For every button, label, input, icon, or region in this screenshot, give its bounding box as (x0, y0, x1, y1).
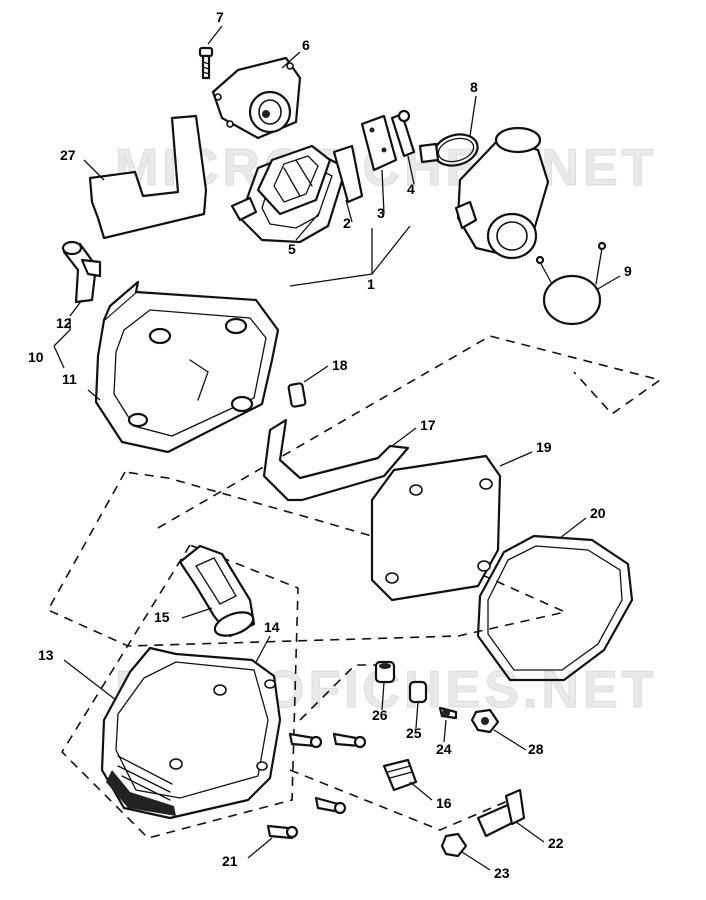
label-10: 10 (28, 349, 44, 365)
label-3: 3 (377, 205, 385, 221)
outline-cover-assembly (46, 471, 568, 647)
part-22-tube (476, 788, 526, 838)
label-22: 22 (548, 835, 564, 851)
label-28: 28 (528, 741, 544, 757)
label-20: 20 (590, 505, 606, 521)
part-25-collar (408, 680, 428, 704)
dashed-outlines (46, 335, 662, 839)
part-labels: 1 2 3 4 5 6 7 8 9 10 11 12 13 14 15 16 1… (28, 9, 632, 881)
label-24: 24 (436, 741, 452, 757)
outline-lower-cover (60, 544, 299, 839)
part-16-grommet (382, 758, 418, 792)
label-23: 23 (494, 865, 510, 881)
part-21-screws (266, 732, 367, 840)
label-18: 18 (332, 357, 348, 373)
part-14-cover (100, 646, 282, 820)
label-25: 25 (406, 725, 422, 741)
part-28-nut (470, 708, 500, 734)
part-carb-joint (454, 126, 550, 260)
part-23-nut (440, 832, 468, 858)
label-21: 21 (222, 853, 238, 869)
label-5: 5 (288, 241, 296, 257)
label-6: 6 (302, 37, 310, 53)
part-12-elbow (61, 240, 102, 304)
part-26-grommet (374, 660, 396, 684)
outline-tube-22 (289, 769, 511, 831)
part-27-plate (88, 114, 208, 240)
part-7-bolt (198, 46, 214, 80)
part-3-stopper (360, 114, 398, 172)
part-2-reed-plate (332, 144, 364, 204)
part-20-gasket (476, 534, 634, 682)
part-15-intake (178, 544, 256, 638)
label-7: 7 (216, 9, 224, 25)
label-16: 16 (436, 795, 452, 811)
label-1: 1 (367, 276, 375, 292)
label-15: 15 (154, 609, 170, 625)
label-4: 4 (407, 181, 415, 197)
part-19-element (370, 454, 502, 602)
part-9-wire-clip (535, 241, 607, 326)
label-19: 19 (536, 439, 552, 455)
part-4-screws (390, 109, 416, 158)
part-8-clamp (418, 133, 479, 167)
label-17: 17 (420, 417, 436, 433)
label-27: 27 (60, 147, 76, 163)
part-6-intake-manifold (211, 56, 302, 140)
part-1-reed-block (230, 144, 332, 222)
label-8: 8 (470, 79, 478, 95)
part-24-screw (438, 706, 458, 720)
part-17-seal (262, 418, 410, 502)
label-14: 14 (264, 619, 280, 635)
label-2: 2 (343, 215, 351, 231)
leader-lines (53, 25, 621, 871)
label-11: 11 (62, 371, 77, 387)
label-13: 13 (38, 647, 54, 663)
part-11-case (94, 280, 280, 454)
label-12: 12 (56, 315, 72, 331)
label-9: 9 (624, 263, 632, 279)
label-26: 26 (372, 707, 388, 723)
part-18-grommet (287, 382, 307, 408)
